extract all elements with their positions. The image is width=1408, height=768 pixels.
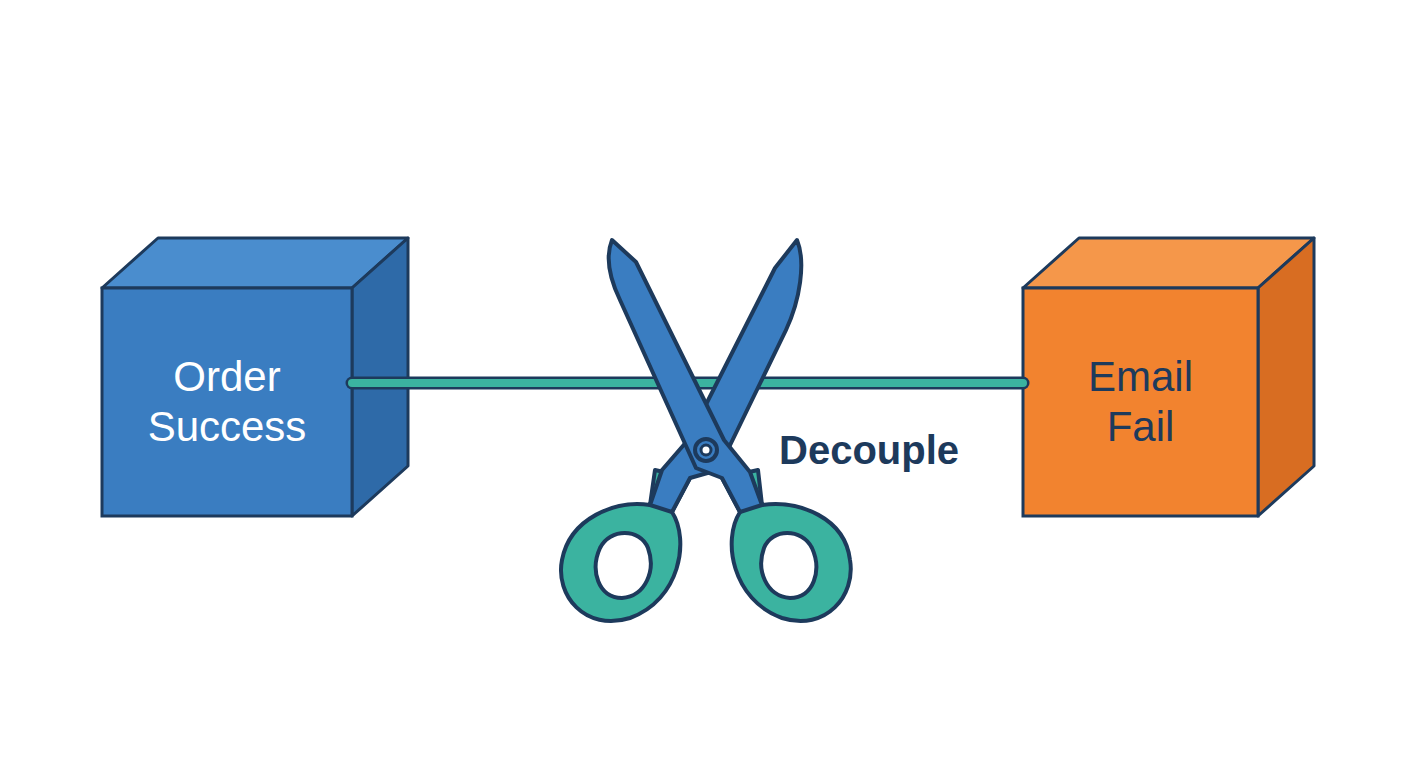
scissors-handle: [561, 470, 690, 621]
connector-outline: [352, 377, 1023, 390]
connector-group: [352, 383, 1023, 384]
connector-line: [352, 379, 1023, 387]
scissors-pivot-hole: [701, 445, 711, 455]
annotation-label: Decouple: [779, 428, 959, 473]
cube-side-face: [1258, 238, 1314, 516]
box-label: Order Success: [127, 352, 327, 452]
cube-side-face: [352, 238, 408, 516]
cube-shape: [1023, 288, 1258, 516]
cube-shape: [102, 288, 352, 516]
cube-front-face: [102, 288, 352, 516]
cube-front-face: [1023, 288, 1258, 516]
scissors-handle: [722, 470, 851, 621]
cube-box: Order Success: [102, 288, 352, 516]
scissors-blade: [609, 240, 762, 512]
scissors-pivot: [695, 439, 717, 461]
cube-box: Email Fail: [1023, 288, 1258, 516]
box-label: Email Fail: [1061, 352, 1221, 452]
scissors-blade: [650, 240, 801, 512]
